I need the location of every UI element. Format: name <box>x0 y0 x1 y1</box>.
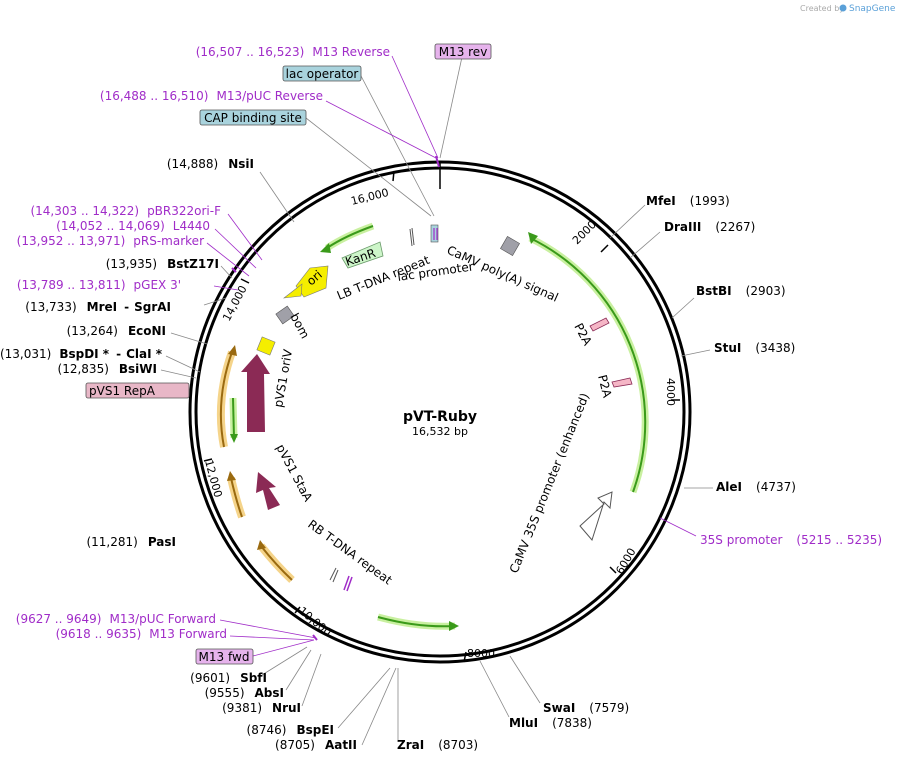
p2a-arrow-1 <box>589 317 610 332</box>
tick-label-4000: 4000 <box>664 378 677 406</box>
plasmid-size: 16,532 bp <box>412 425 468 438</box>
site-alei: AleI(4737) <box>716 480 796 494</box>
primer-m13-forward: (9618 .. 9635)M13 Forward <box>56 627 227 641</box>
m13-fwd-label: M13 fwd <box>199 650 250 664</box>
primer-l4440: (14,052 .. 14,069)L4440 <box>56 219 210 233</box>
site-connectors <box>160 56 713 746</box>
m13-fwd-box <box>195 648 254 665</box>
site-zrai: ZraI(8703) <box>397 738 478 752</box>
pvs1-repa-feature <box>216 345 295 583</box>
site-bstbi: BstBI(2903) <box>696 284 786 298</box>
primer-pbr322ori-f: (14,303 .. 14,322)pBR322ori-F <box>30 204 221 218</box>
site-draiii: DraIII(2267) <box>664 220 755 234</box>
cap-binding-site-label: CAP binding site <box>204 111 302 125</box>
site-mrei-sgrai: (13,733)MreI-SgrAI <box>25 300 171 314</box>
snapgene-logo-icon <box>839 4 847 12</box>
cds-right-arrowhead <box>528 232 538 244</box>
site-sbfi: (9601)SbfI <box>190 671 267 685</box>
rb-tdna-label: RB T-DNA repeat <box>305 517 395 587</box>
tdna-hash-marks <box>329 227 415 583</box>
primer-backbone-ticks <box>231 155 440 641</box>
ori-arrowhead <box>282 283 303 299</box>
lac-operator-label: lac operator <box>286 67 359 81</box>
camv-35s-promoter-arrow <box>579 491 613 542</box>
cds-topleft-arc <box>326 225 374 249</box>
tick-label-16000: 16,000 <box>350 186 391 208</box>
pvs1-oriv-label: pVS1 oriV <box>271 347 295 408</box>
cds-bottom-arrowhead <box>449 621 459 631</box>
camv-35s-label: CaMV 35S promoter (enhanced) <box>507 391 592 575</box>
primer-pgex-3: (13,789 .. 13,811)pGEX 3' <box>17 278 181 292</box>
site-aatii: (8705)AatII <box>275 738 357 752</box>
pvs1-staa-label: pVS1 StaA <box>273 442 315 505</box>
primer-35s-promoter: 35S promoter(5215 .. 5235) <box>700 533 882 547</box>
kanr-label: KanR <box>344 246 378 269</box>
site-mlui: MluI(7838) <box>509 716 592 730</box>
pvs1-oriv-arrow <box>241 354 270 432</box>
cds-left-arrowhead <box>230 434 238 443</box>
primer-m13-puc-reverse: (16,488 .. 16,510)M13/pUC Reverse <box>100 89 323 103</box>
site-pasi: (11,281)PasI <box>86 535 176 549</box>
cds-bottom-arc <box>377 616 456 628</box>
primer-m13-puc-forward: (9627 .. 9649)M13/pUC Forward <box>16 612 216 626</box>
site-bspei: (8746)BspEI <box>247 723 334 737</box>
site-nrui: (9381)NruI <box>222 701 301 715</box>
tick-label-8000: 8000 <box>467 647 495 660</box>
primer-prs-marker: (13,952 .. 13,971)pRS-marker <box>17 234 204 248</box>
cap-binding-site-box <box>199 109 307 126</box>
cds-right-arc <box>529 237 647 493</box>
ori-feature <box>295 265 329 298</box>
primer-connectors <box>206 55 697 657</box>
snapgene-brand-text: SnapGene <box>849 4 896 14</box>
plasmid-name: pVT-Ruby <box>403 409 477 425</box>
p2a-label-2: P2A <box>595 373 614 400</box>
bom-label: bom <box>287 311 312 341</box>
cds-topleft-arrowhead <box>320 243 331 253</box>
kanr-feature <box>341 241 384 269</box>
site-mfei: MfeI(1993) <box>646 194 730 208</box>
tick-marks <box>203 162 680 663</box>
site-bspdi-clai: (13,031)BspDI *-ClaI * <box>0 347 163 361</box>
cds-left-arc <box>232 397 235 439</box>
lac-operator-box <box>282 65 362 82</box>
site-econi: (13,264)EcoNI <box>67 324 166 338</box>
cds-right-glow <box>528 234 649 494</box>
pvs1-repa-box <box>85 382 190 399</box>
primer-hash-marks <box>343 575 353 592</box>
bom-marker <box>275 305 295 325</box>
primer-m13-reverse: (16,507 .. 16,523)M13 Reverse <box>196 45 390 59</box>
yellow-marker <box>256 336 276 356</box>
site-nsii: (14,888)NsiI <box>167 157 254 171</box>
m13-rev-label: M13 rev <box>439 45 488 59</box>
pvs1-staa-arrow <box>256 472 280 510</box>
polya-marker <box>500 236 520 256</box>
pvs1-repa-label: pVS1 RepA <box>89 384 156 398</box>
site-absi: (9555)AbsI <box>205 686 284 700</box>
site-swai: SwaI(7579) <box>543 701 629 715</box>
p2a-arrow-2 <box>611 377 633 388</box>
site-bsiwi: (12,835)BsiWI <box>58 362 157 376</box>
created-by-text: Created by <box>800 4 844 13</box>
m13-rev-box <box>434 43 492 60</box>
site-stui: StuI(3438) <box>714 341 795 355</box>
site-bstz17i: (13,935)BstZ17I <box>106 257 219 271</box>
